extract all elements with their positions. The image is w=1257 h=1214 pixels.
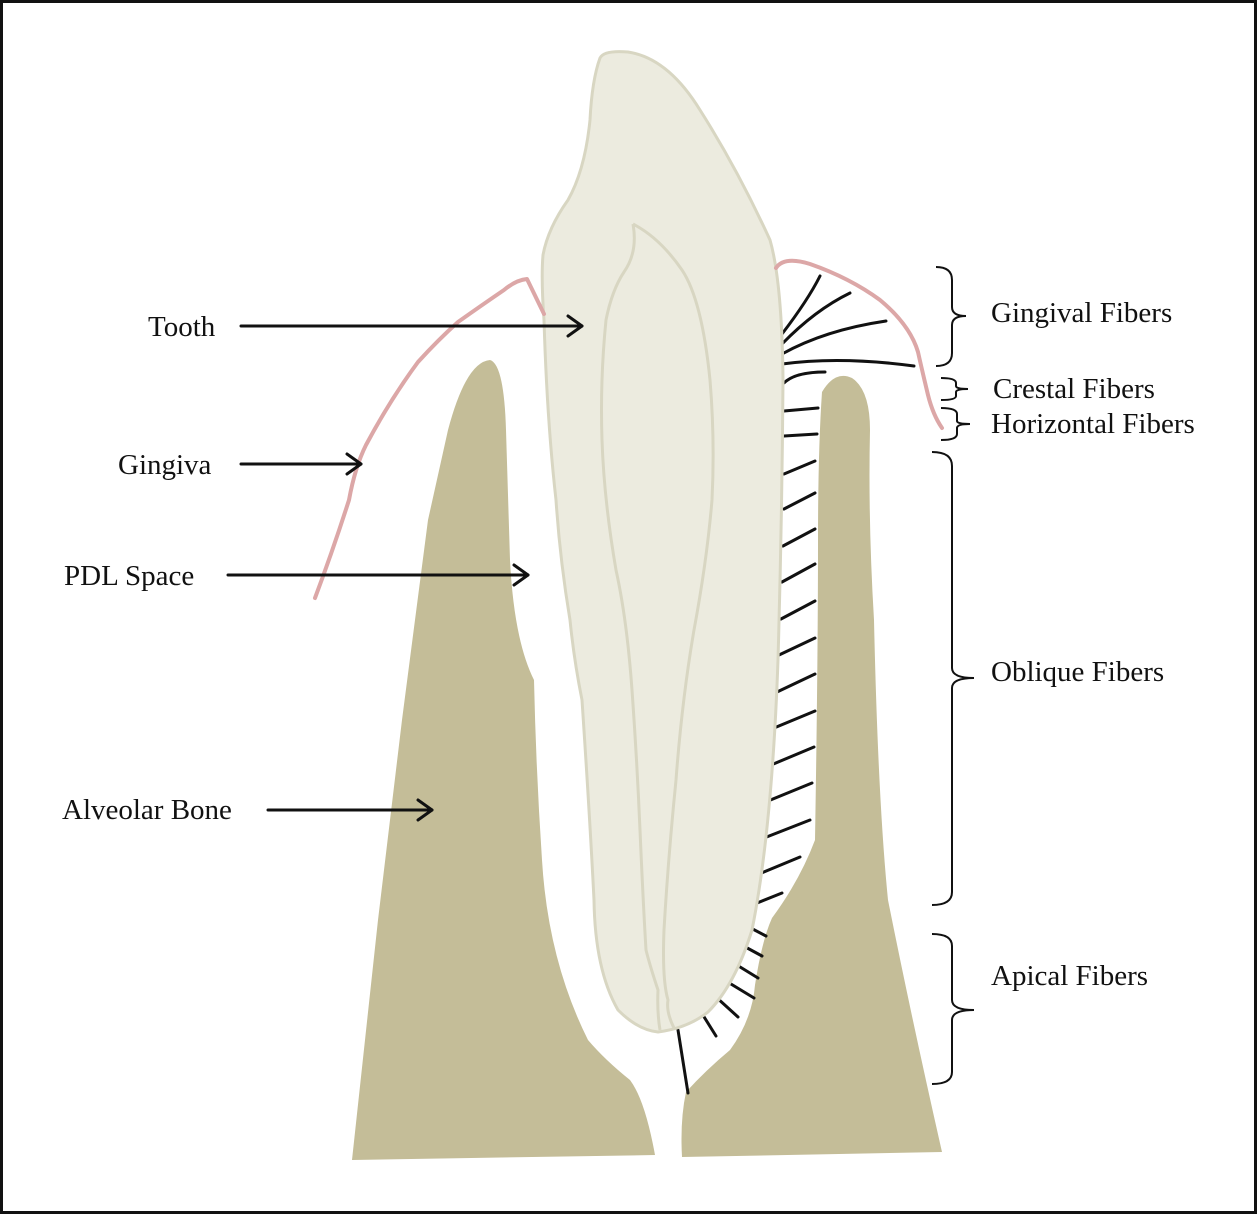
horizontal-fiber: [784, 408, 818, 411]
oblique-fiber: [759, 857, 800, 874]
oblique-fiber: [774, 711, 815, 728]
tooth-label: Tooth: [148, 311, 216, 343]
oblique-fiber: [783, 529, 815, 546]
apical-fibers-label: Apical Fibers: [991, 960, 1148, 992]
horizontal-fibers-bracket: [941, 408, 970, 440]
apical-fiber: [678, 1030, 688, 1093]
gingival-fibers-bracket: [936, 267, 966, 366]
oblique-fiber: [764, 820, 810, 838]
oblique-fibers-bracket: [932, 452, 974, 905]
oblique-fiber: [784, 493, 815, 509]
oblique-fiber: [771, 747, 814, 765]
gingival-fiber: [782, 321, 886, 354]
horizontal-fiber: [784, 434, 817, 436]
crestal-fiber: [784, 372, 825, 383]
tooth-arrow: [241, 316, 582, 336]
gingival-fibers-label: Gingival Fibers: [991, 297, 1172, 329]
fiber-brackets: [932, 267, 974, 1084]
alveolar-bone-label: Alveolar Bone: [62, 794, 232, 826]
oblique-fibers-label: Oblique Fibers: [991, 656, 1164, 688]
gingiva-arrow: [241, 454, 361, 474]
gingiva-label: Gingiva: [118, 449, 212, 481]
crestal-fibers-label: Crestal Fibers: [993, 373, 1155, 405]
apical-fibers-bracket: [932, 934, 974, 1084]
oblique-fiber: [777, 674, 815, 692]
oblique-fiber: [768, 783, 812, 801]
oblique-fiber: [782, 564, 815, 582]
gingival-fiber: [782, 360, 914, 366]
horizontal-fibers-label: Horizontal Fibers: [991, 408, 1195, 440]
pdl-space-label: PDL Space: [64, 560, 194, 592]
oblique-fiber: [784, 461, 815, 474]
crestal-fibers-bracket: [941, 378, 968, 400]
tooth-crown-root: [542, 52, 783, 1032]
oblique-fiber: [779, 638, 815, 655]
oblique-fiber: [781, 601, 815, 619]
